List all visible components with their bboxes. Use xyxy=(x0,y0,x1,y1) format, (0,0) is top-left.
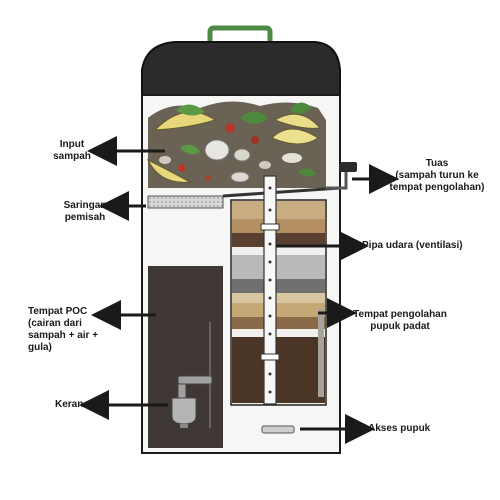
label-pipe: Pipa udara (ventilasi) xyxy=(362,240,463,251)
waste-compartment xyxy=(146,101,326,188)
compost-access-slot[interactable] xyxy=(261,425,295,434)
lever-icon[interactable] xyxy=(325,162,357,190)
label-tap: Keran xyxy=(55,399,84,410)
arrow-icon-group xyxy=(79,136,399,444)
filter-screen xyxy=(147,195,224,209)
label-access: Akses pupuk xyxy=(368,423,431,434)
lid-handle[interactable] xyxy=(207,25,273,45)
tap-icon[interactable] xyxy=(171,375,213,428)
ventilation-pipe xyxy=(260,175,280,405)
solid-compost-chamber xyxy=(230,199,327,406)
lid[interactable] xyxy=(141,41,341,96)
